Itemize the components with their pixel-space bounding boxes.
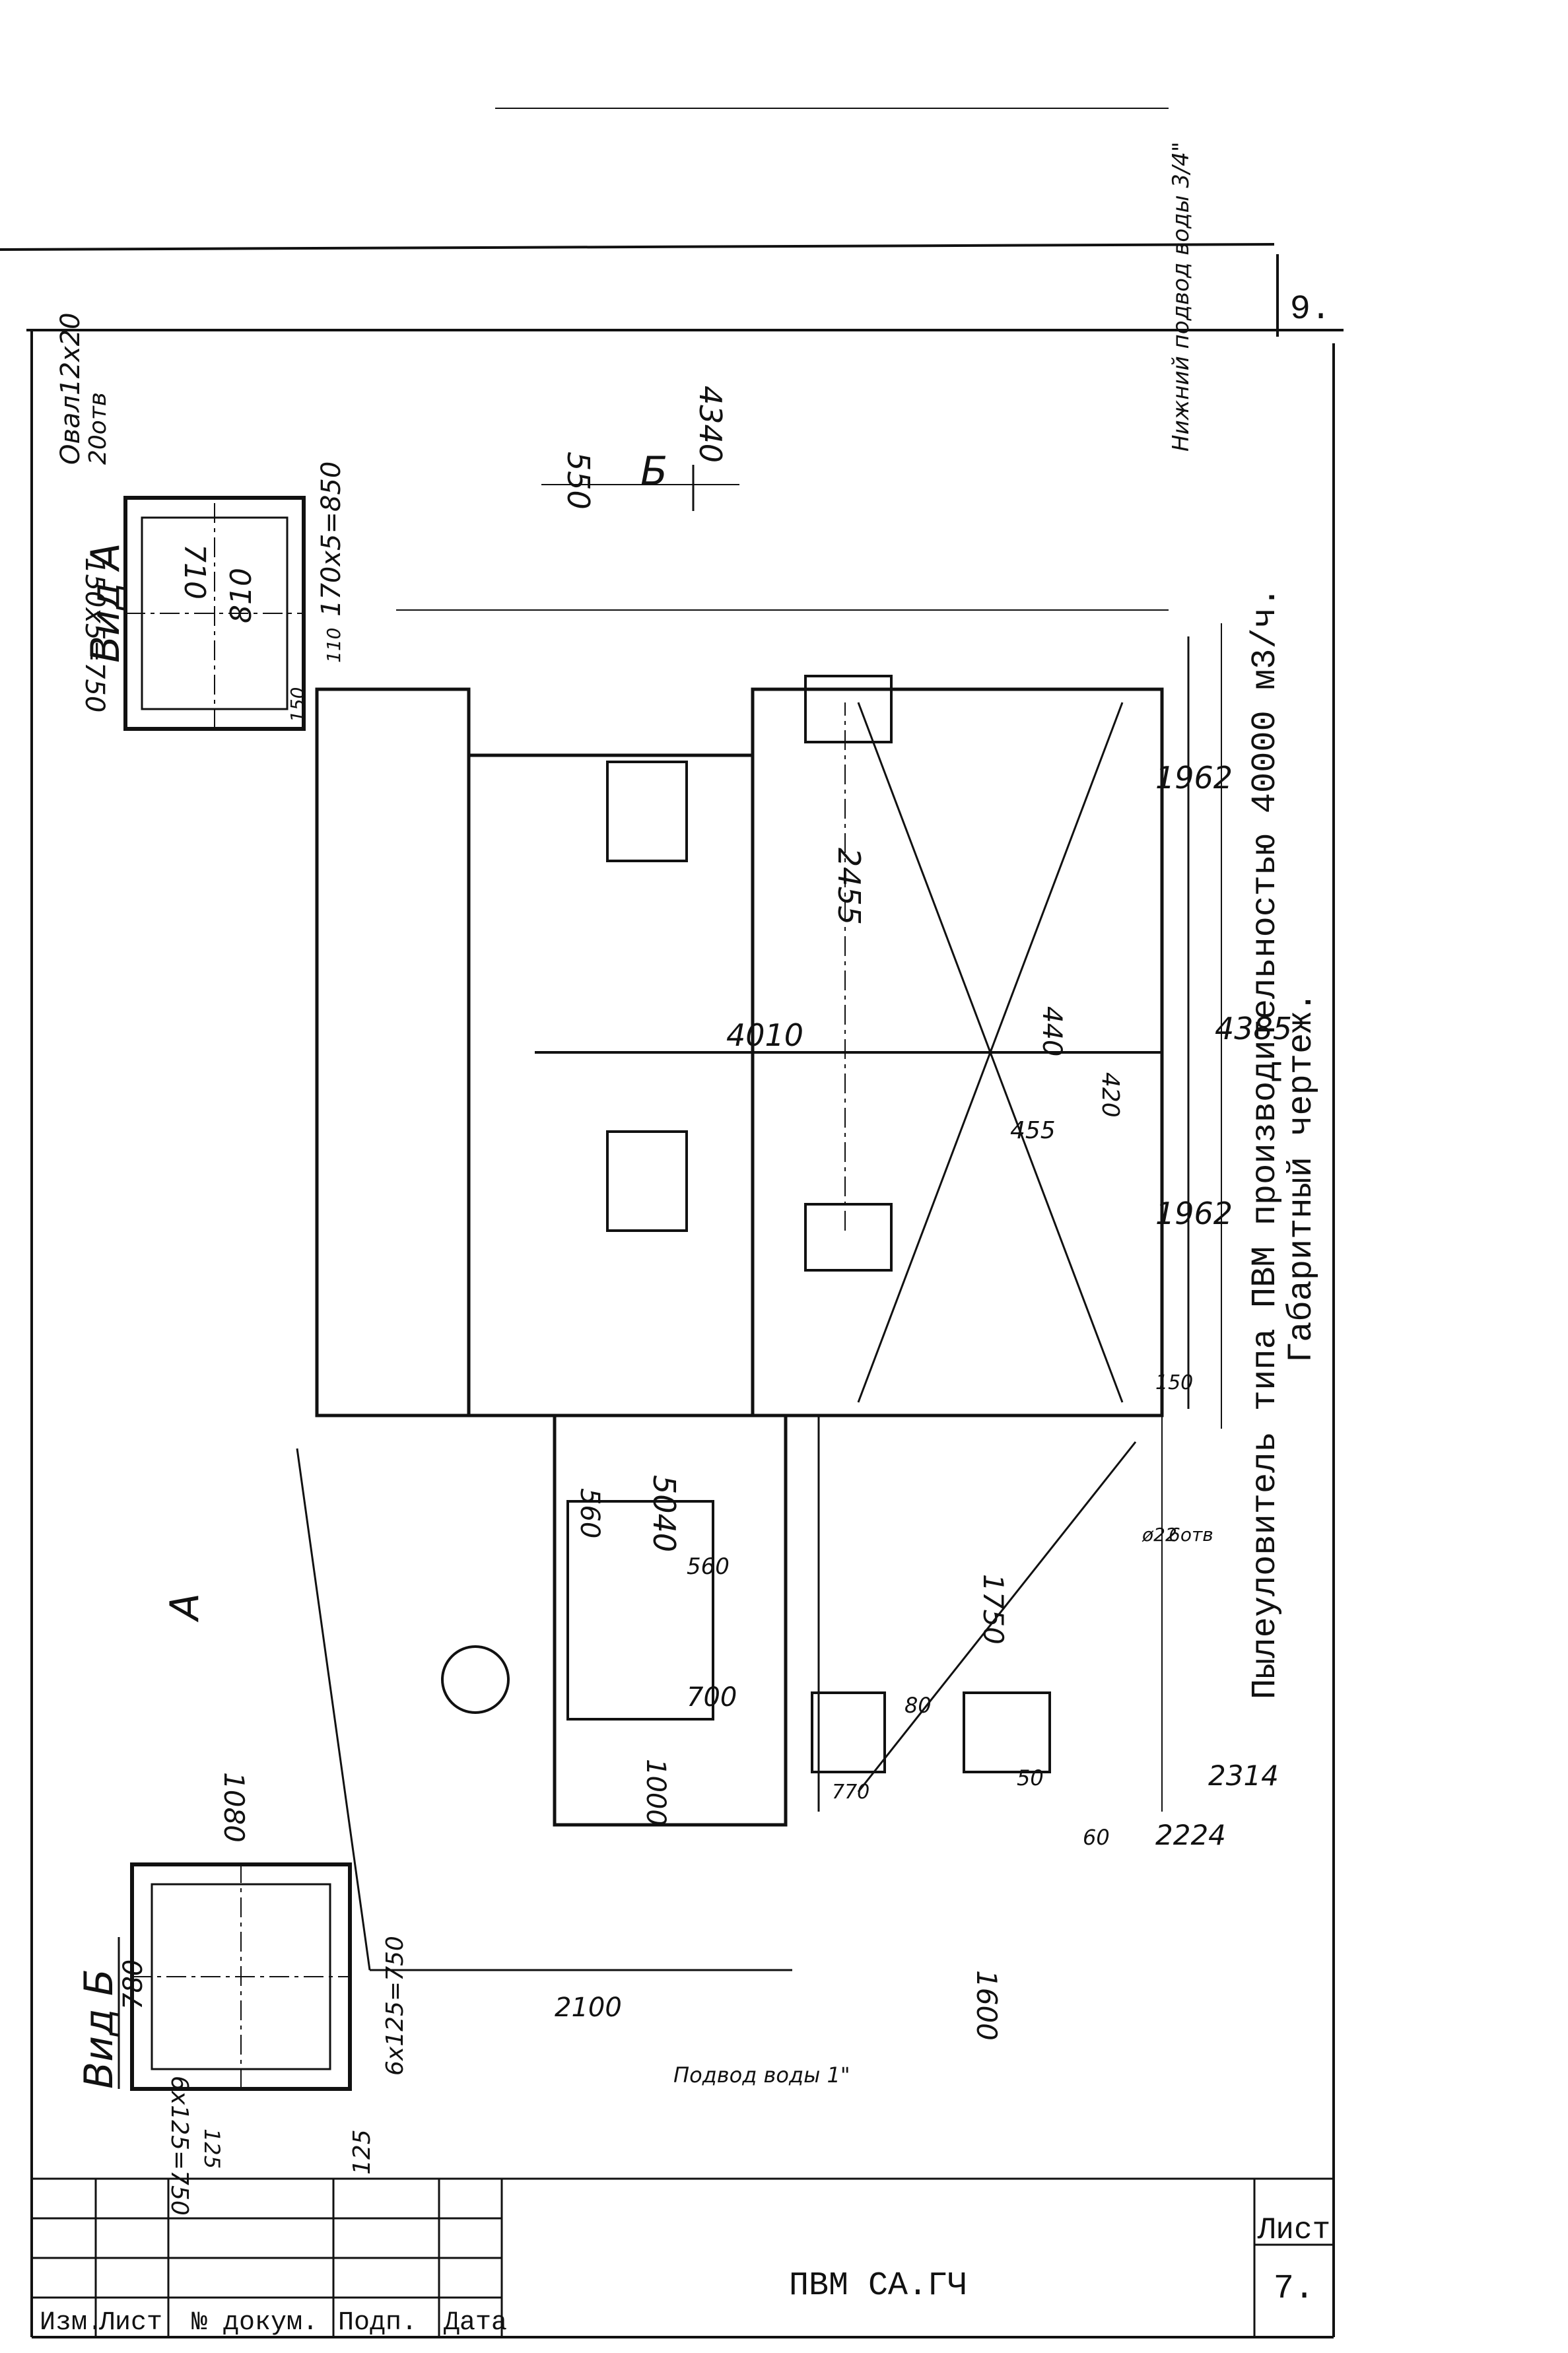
title-col-sign: Подп. [338,2308,417,2338]
dim-560-top: 560 [574,1488,605,1538]
dim-700: 700 [687,1682,737,1713]
view-b-dim-780: 780 [118,1960,149,2010]
view-a: Вид А 710 810 170х5=850 110 150 150х5=75… [55,312,347,731]
dim-1600: 1600 [971,1970,1003,2041]
dim-560-side: 560 [687,1553,730,1580]
view-a-dim-710: 710 [178,544,211,599]
dim-4340: 4340 [693,386,728,463]
view-b-dim-6x125b: 6х125=750 [166,2076,193,2216]
view-a-dim-170: 170х5=850 [316,461,347,617]
end-view-dimensions: 560 560 1750 700 1000 2100 1600 2224 231… [162,1488,1279,2088]
dim-1962-upper: 1962 [1155,760,1233,796]
dim-80: 80 [904,1693,932,1718]
view-a-dim-150x5: 150х5=750 [79,557,110,712]
view-b: Вид Б 1080 780 6х125=750 125 125 6х125=7… [76,1772,409,2216]
dim-22: ø22 [1142,1524,1177,1546]
view-a-label: Вид А [83,543,129,663]
title-col-date: Дата [444,2308,507,2338]
dim-22-holes: 6отв [1169,1524,1213,1546]
side-view-end [296,1414,1163,1971]
title-col-list: Лист [98,2308,162,2338]
drawing-subtitle: Габаритный чертеж. [1282,992,1321,1363]
dim-1750: 1750 [977,1574,1009,1645]
drawing-frame [0,243,1344,2338]
drawing-title: Пылеуловитель типа ПВМ производительност… [1246,587,1285,1699]
dim-455: 455 [1010,1117,1056,1144]
note-lower-water: Нижний подвод воды 3/4" [1168,141,1194,452]
dim-1000: 1000 [640,1759,671,1826]
dim-2314: 2314 [1208,1759,1279,1792]
view-a-oval: Овал12х20 [55,312,86,465]
main-dimensions: 4340 2455 550 4010 4385 1962 1962 440 42… [561,386,1292,1552]
sheet-label: Лист [1257,2213,1330,2247]
arrow-a-label: А [162,1593,208,1623]
view-a-dim-150-small: 150 [287,687,308,722]
arrow-b-label: Б [640,448,667,494]
dim-2224: 2224 [1155,1819,1226,1851]
dim-770: 770 [832,1781,869,1804]
page-number: 9. [1290,290,1331,329]
view-a-dim-110: 110 [323,628,345,663]
view-b-dim-125b: 125 [199,2129,224,2169]
view-b-dim-125: 125 [349,2129,376,2175]
sheet-number: 7. [1274,2269,1314,2308]
dim-5040: 5040 [646,1475,682,1552]
dim-420: 420 [1097,1072,1124,1118]
document-code: ПВМ СА.ГЧ [789,2267,967,2305]
title-block: Изм. Лист № докум. Подп. Дата ПВМ СА.ГЧ … [32,2177,1334,2338]
title-col-doc: № докум. [191,2308,318,2338]
dim-550: 550 [561,452,596,510]
view-a-dim-810: 810 [224,568,258,623]
dim-4010: 4010 [726,1017,803,1053]
title-col-izm: Изм. [40,2308,103,2338]
dim-60: 60 [1083,1825,1110,1850]
dim-2455: 2455 [831,848,867,925]
side-view-main [315,108,1222,1429]
dim-150: 150 [1155,1371,1193,1394]
dim-50: 50 [1017,1765,1044,1790]
dim-2100: 2100 [555,1993,622,2023]
dim-1962-lower: 1962 [1155,1196,1233,1231]
view-b-label: Вид Б [76,1969,122,2089]
dim-4385: 4385 [1215,1011,1292,1046]
dim-440: 440 [1037,1006,1067,1056]
view-b-dim-6x125: 6х125=750 [382,1936,409,2076]
view-b-dim-1080: 1080 [218,1772,250,1843]
note-water-inlet: Подвод воды 1" [673,2063,850,2088]
view-a-oval-count: 20отв [85,392,112,465]
